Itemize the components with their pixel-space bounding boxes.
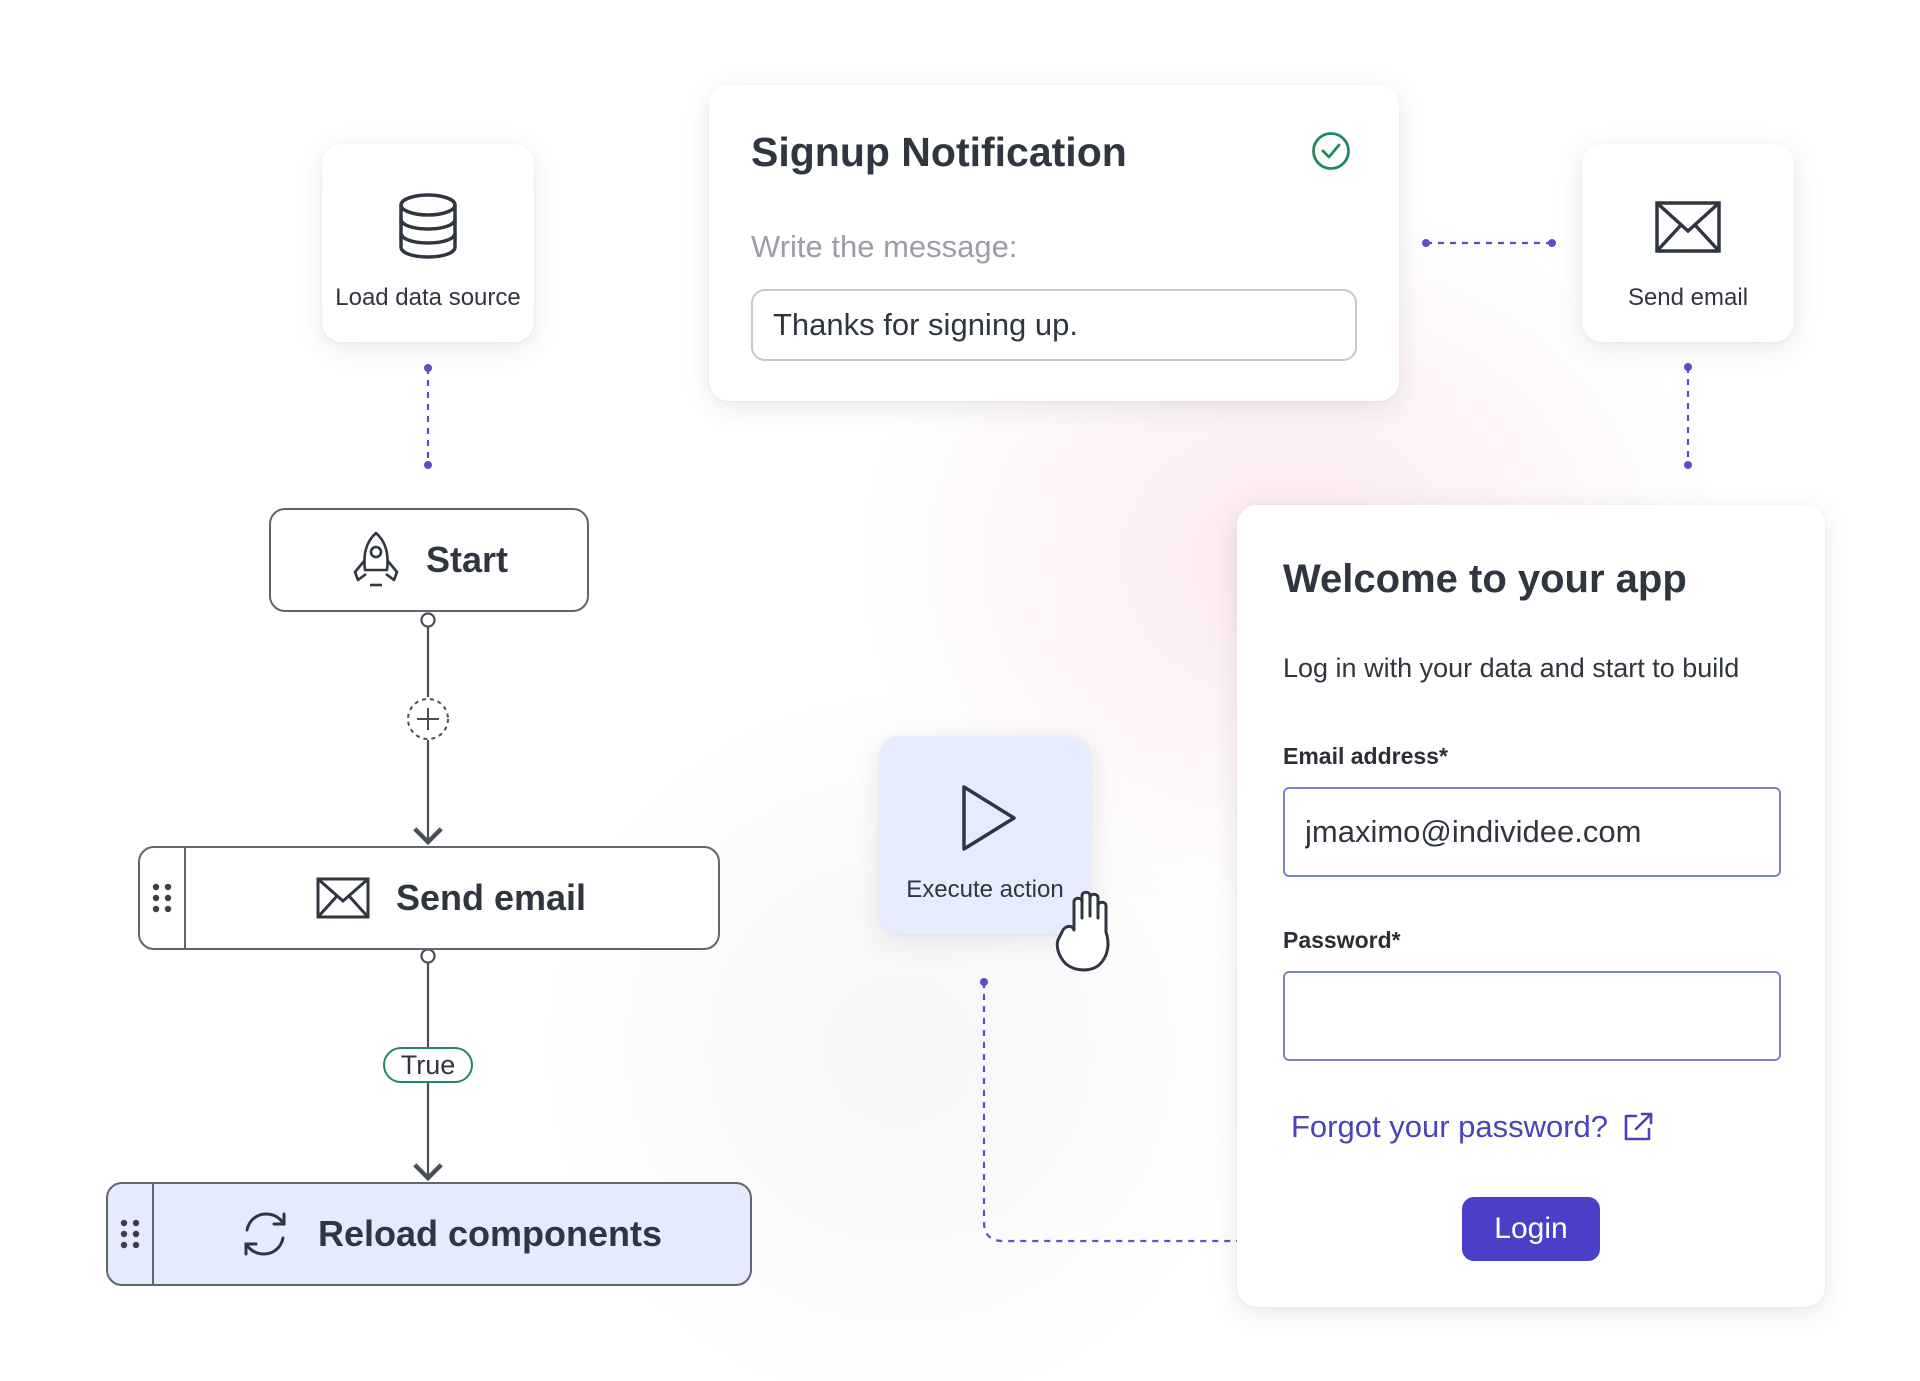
forgot-password-link[interactable]: Forgot your password? xyxy=(1291,1109,1654,1145)
start-label: Start xyxy=(425,539,509,580)
signup-notification-card: Signup Notification Write the message: xyxy=(709,85,1399,401)
email-field[interactable] xyxy=(1283,787,1781,877)
message-input[interactable] xyxy=(751,289,1357,361)
execute-action-tile[interactable]: Execute action xyxy=(879,736,1091,934)
login-button[interactable]: Login xyxy=(1462,1197,1600,1261)
refresh-icon xyxy=(240,1209,290,1259)
forgot-password-label: Forgot your password? xyxy=(1291,1109,1609,1144)
login-title: Welcome to your app xyxy=(1283,557,1687,601)
envelope-icon xyxy=(1654,200,1722,254)
condition-label: True xyxy=(400,1049,456,1080)
flow-line-send-reload xyxy=(413,948,443,1182)
message-prompt: Write the message: xyxy=(751,229,1018,264)
start-node[interactable]: Start xyxy=(269,508,589,612)
add-step-icon xyxy=(407,698,449,740)
load-data-source-tile[interactable]: Load data source xyxy=(322,144,534,342)
external-link-icon xyxy=(1622,1111,1654,1143)
send-email-tile[interactable]: Send email xyxy=(1582,144,1794,342)
load-data-source-label: Load data source xyxy=(335,284,521,311)
drag-handle-icon[interactable] xyxy=(140,848,186,948)
drag-handle-icon[interactable] xyxy=(108,1184,154,1284)
send-email-node[interactable]: Send email xyxy=(138,846,720,950)
reload-components-node[interactable]: Reload components xyxy=(106,1182,752,1286)
flow-line-start-send xyxy=(413,612,443,846)
hand-cursor-icon xyxy=(1052,888,1132,981)
reload-components-label: Reload components xyxy=(317,1213,663,1254)
execute-action-label: Execute action xyxy=(906,876,1064,903)
condition-badge[interactable]: True xyxy=(383,1047,473,1083)
dotted-connector-notification-email xyxy=(1422,239,1556,247)
password-field[interactable] xyxy=(1283,971,1781,1061)
dotted-connector-source-start xyxy=(424,364,432,469)
rocket-icon xyxy=(350,530,402,590)
login-subtitle: Log in with your data and start to build xyxy=(1283,653,1740,683)
password-label: Password* xyxy=(1283,927,1401,953)
check-circle-icon xyxy=(1311,131,1351,176)
database-icon xyxy=(394,192,462,260)
send-email-tile-label: Send email xyxy=(1627,284,1749,311)
send-email-label: Send email xyxy=(395,877,587,918)
notification-title: Signup Notification xyxy=(751,129,1127,175)
play-icon xyxy=(959,782,1019,854)
dotted-connector-email-login xyxy=(1684,363,1692,469)
login-card: Welcome to your app Log in with your dat… xyxy=(1237,505,1825,1307)
envelope-icon xyxy=(316,877,370,919)
email-label: Email address* xyxy=(1283,743,1448,769)
